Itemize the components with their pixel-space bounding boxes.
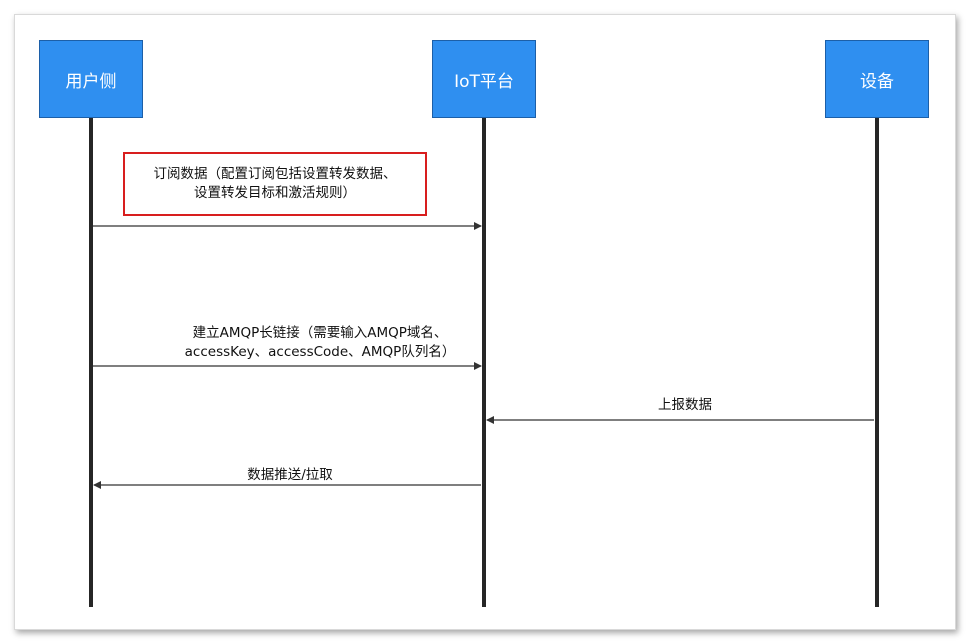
message-subscribe-text: 订阅数据（配置订阅包括设置转发数据、 设置转发目标和激活规则）: [120, 165, 430, 203]
actor-iot-platform-label: IoT平台: [454, 71, 514, 92]
actor-user-side-label: 用户侧: [65, 71, 117, 92]
actor-device: 设备: [825, 40, 929, 118]
message-report-line-1: 上报数据: [658, 397, 712, 413]
lifeline-user-side: [89, 118, 93, 607]
message-amqp-text: 建立AMQP长链接（需要输入AMQP域名、 accessKey、accessCo…: [160, 324, 480, 362]
actor-device-label: 设备: [860, 71, 894, 92]
message-report-text: 上报数据: [620, 396, 750, 415]
highlight-box: [123, 152, 427, 216]
message-subscribe-line-2: 设置转发目标和激活规则）: [194, 185, 356, 201]
message-subscribe-line-1: 订阅数据（配置订阅包括设置转发数据、: [153, 166, 397, 182]
lifeline-device: [875, 118, 879, 607]
message-amqp-line-1: 建立AMQP长链接（需要输入AMQP域名、: [192, 325, 448, 341]
message-push-text: 数据推送/拉取: [210, 466, 370, 485]
actor-iot-platform: IoT平台: [432, 40, 536, 118]
lifeline-iot-platform: [482, 118, 486, 607]
actor-user-side: 用户侧: [39, 40, 143, 118]
message-amqp-line-2: accessKey、accessCode、AMQP队列名）: [184, 344, 456, 360]
message-push-line-1: 数据推送/拉取: [247, 467, 333, 483]
